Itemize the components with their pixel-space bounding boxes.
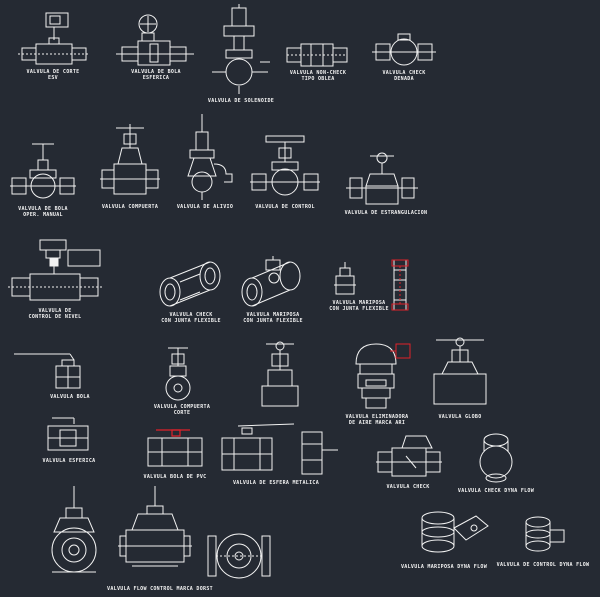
label-valvula-esferica: VALVULA ESFERICA <box>42 458 96 464</box>
valve-symbol-gate-cut <box>160 344 196 402</box>
valve-symbol-butterfly-flexible <box>238 256 304 310</box>
valve-symbol-check-dyna-flow <box>476 430 516 482</box>
label-valvula-bola: VALVULA BOLA <box>50 394 90 400</box>
valve-symbol-check-denada <box>372 32 436 70</box>
label-valvula-compuerta: VALVULA COMPUERTA <box>101 204 159 210</box>
valve-symbol-check-flexible <box>156 260 224 310</box>
valve-symbol-cut <box>16 10 92 66</box>
valve-symbol-level-control <box>8 238 104 304</box>
valve-symbol-non-check <box>287 40 347 70</box>
valve-symbol-flow-control-b <box>118 486 192 576</box>
valve-symbol-gate <box>100 124 160 200</box>
valve-symbol-pvc-ball <box>146 424 204 468</box>
valve-symbol-globe <box>428 334 492 410</box>
label-valvula-check-dyna-flow: VALVULA CHECK DYNA FLOW <box>457 488 535 494</box>
valve-symbol-butterfly-dyna-flow <box>416 508 494 562</box>
label-valvula-bola-pvc: VALVULA BOLA DE PVC <box>143 474 207 480</box>
label-valvula-flow-control-dorst: VALVULA FLOW CONTROL MARCA DORST <box>107 586 213 592</box>
valve-symbol-ball-spherical <box>112 12 198 68</box>
valve-symbol-gate-tall <box>256 340 304 408</box>
label-valvula-globo: VALVULA GLOBO <box>438 414 482 420</box>
valve-symbol-metal-sphere <box>218 420 340 476</box>
label-valvula-solenoide: VALVULA DE SOLENOIDE <box>207 98 275 104</box>
label-valvula-control: VALVULA DE CONTROL <box>255 204 315 210</box>
label-valvula-mariposa-dyna-flow: VALVULA MARIPOSA DYNA FLOW <box>400 564 488 570</box>
valve-symbol-solenoid <box>212 4 270 96</box>
valve-symbol-ball-manual <box>10 140 76 204</box>
valve-symbol-throttling <box>346 152 418 208</box>
label-valvula-estrangulacion: VALVULA DE ESTRANGULACION <box>344 210 428 216</box>
label-valvula-check: VALVULA CHECK <box>386 484 430 490</box>
valve-symbol-flow-control-c <box>206 528 272 582</box>
valve-symbol-control <box>250 134 320 200</box>
valve-symbol-check <box>376 432 442 482</box>
label-valvula-alivio: VALVULA DE ALIVIO <box>176 204 234 210</box>
valve-symbol-flow-control-a <box>44 486 104 578</box>
valve-symbol-ball <box>10 350 90 392</box>
valve-symbol-spherical <box>44 414 92 454</box>
valve-symbol-air-release <box>350 338 414 414</box>
valve-symbol-butterfly-flexible-red <box>334 256 414 318</box>
valve-symbol-relief <box>186 114 238 200</box>
valve-symbol-control-dyna-flow <box>518 516 566 556</box>
label-valvula-control-dyna-flow: VALVULA DE CONTROL DYNA FLOW <box>496 562 590 568</box>
label-valvula-esfera-metalica: VALVULA DE ESFERA METALICA <box>232 480 320 486</box>
